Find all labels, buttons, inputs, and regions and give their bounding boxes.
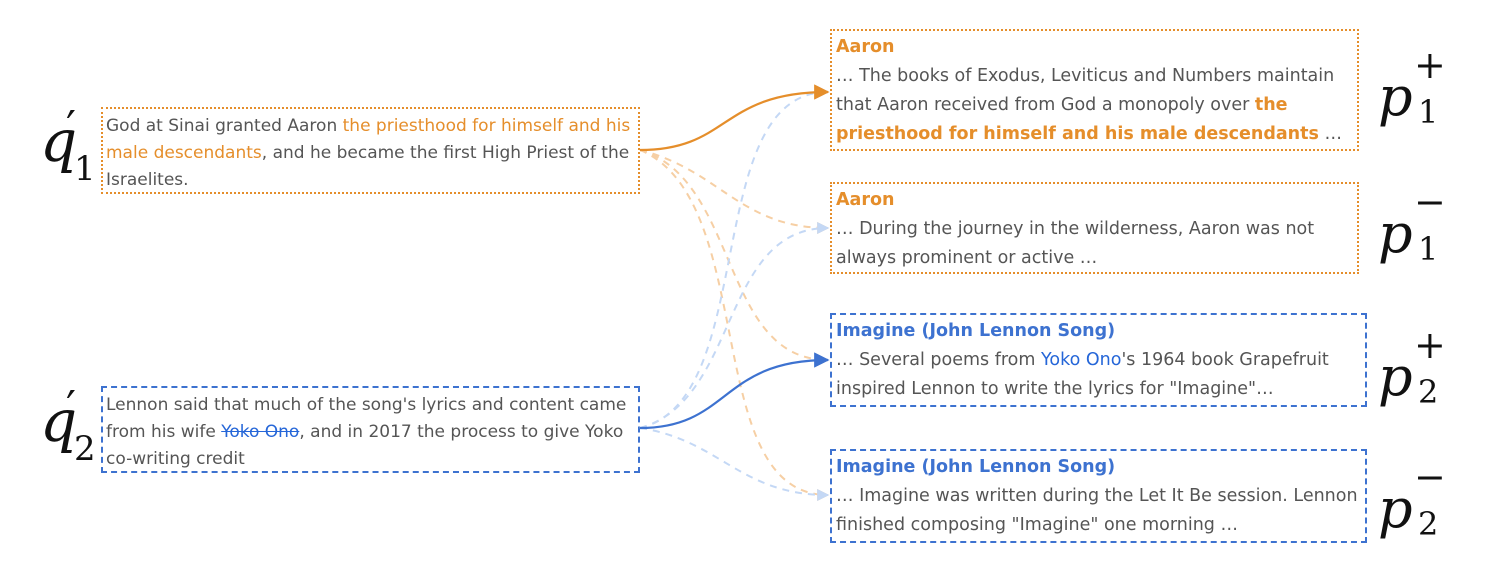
passage-label-superscript: + bbox=[1414, 323, 1446, 367]
passage-label-p2-negative: p − 2 bbox=[1378, 458, 1468, 562]
passage-highlight: the priesthood for himself and his male … bbox=[836, 95, 1319, 144]
arrow-q1-to-p2-negative bbox=[639, 149, 830, 501]
query-label-subscript: 1 bbox=[74, 149, 96, 189]
query-label-q1: q ′ 1 bbox=[40, 106, 100, 192]
passage-label-subscript: 2 bbox=[1418, 505, 1439, 543]
passage-text: … During the journey in the wilderness, … bbox=[836, 219, 1315, 268]
query-text: , and he became the first High Priest of… bbox=[106, 143, 630, 190]
passage-label-superscript: − bbox=[1414, 455, 1446, 499]
query-label-subscript: 2 bbox=[74, 429, 96, 469]
query-label-base: q bbox=[40, 387, 78, 455]
arrow-q1-to-p1-positive bbox=[639, 84, 830, 152]
passage-label-subscript: 1 bbox=[1418, 230, 1439, 268]
passage-label-base: p bbox=[1378, 202, 1413, 265]
query-box-q1: God at Sinai granted Aaron the priesthoo… bbox=[101, 107, 640, 194]
passage-label-subscript: 1 bbox=[1418, 93, 1439, 131]
query-label-prime: ′ bbox=[66, 102, 76, 153]
passage-label-superscript: + bbox=[1414, 43, 1446, 87]
query-text: God at Sinai granted Aaron bbox=[106, 116, 343, 136]
passage-title: Imagine (John Lennon Song) bbox=[836, 457, 1116, 477]
passage-text: … bbox=[1318, 124, 1342, 144]
passage-label-base: p bbox=[1378, 345, 1413, 408]
passage-label-subscript: 2 bbox=[1418, 373, 1439, 411]
passage-text: … The books of Exodus, Leviticus and Num… bbox=[836, 66, 1335, 115]
query-label-q2: q ′ 2 bbox=[40, 386, 100, 472]
query-label-base: q bbox=[40, 107, 78, 175]
arrow-q2-to-p1-positive bbox=[639, 86, 830, 429]
passage-label-p1-negative: p − 1 bbox=[1378, 183, 1468, 287]
passage-text: 's 1964 book Grapefruit inspired Lennon … bbox=[836, 350, 1329, 399]
query-highlight: the priesthood for himself and his male … bbox=[106, 116, 631, 163]
query-strikethrough: Yoko Ono bbox=[221, 422, 300, 442]
query-text: Lennon said that much of the song's lyri… bbox=[106, 395, 627, 442]
passage-box-p2-negative: Imagine (John Lennon Song) … Imagine was… bbox=[830, 449, 1367, 543]
passage-title: Aaron bbox=[836, 190, 895, 210]
passage-box-p1-negative: Aaron … During the journey in the wilder… bbox=[830, 182, 1359, 274]
passage-label-base: p bbox=[1378, 477, 1413, 540]
passage-label-p2-positive: p + 2 bbox=[1378, 326, 1468, 430]
passage-label-base: p bbox=[1378, 65, 1413, 128]
passage-text: … Several poems from bbox=[836, 350, 1042, 370]
arrow-q2-to-p1-negative bbox=[639, 222, 830, 429]
passage-label-p1-positive: p + 1 bbox=[1378, 46, 1468, 150]
passage-text: … Imagine was written during the Let It … bbox=[836, 486, 1358, 535]
arrow-q2-to-p2-positive bbox=[639, 352, 830, 430]
arrow-q1-to-p1-negative bbox=[639, 149, 830, 234]
query-label-prime: ′ bbox=[66, 382, 76, 433]
passage-box-p1-positive: Aaron … The books of Exodus, Leviticus a… bbox=[830, 29, 1359, 151]
passage-title: Imagine (John Lennon Song) bbox=[836, 321, 1116, 341]
arrow-q1-to-p2-positive bbox=[639, 149, 830, 366]
passage-box-p2-positive: Imagine (John Lennon Song) … Several poe… bbox=[830, 313, 1367, 407]
query-text: , and in 2017 the process to give Yoko c… bbox=[106, 422, 624, 469]
query-box-q2: Lennon said that much of the song's lyri… bbox=[101, 386, 640, 473]
passage-label-superscript: − bbox=[1414, 180, 1446, 224]
arrow-q2-to-p2-negative bbox=[639, 427, 830, 501]
passage-title: Aaron bbox=[836, 37, 895, 57]
passage-highlight: Yoko Ono bbox=[1041, 350, 1122, 370]
